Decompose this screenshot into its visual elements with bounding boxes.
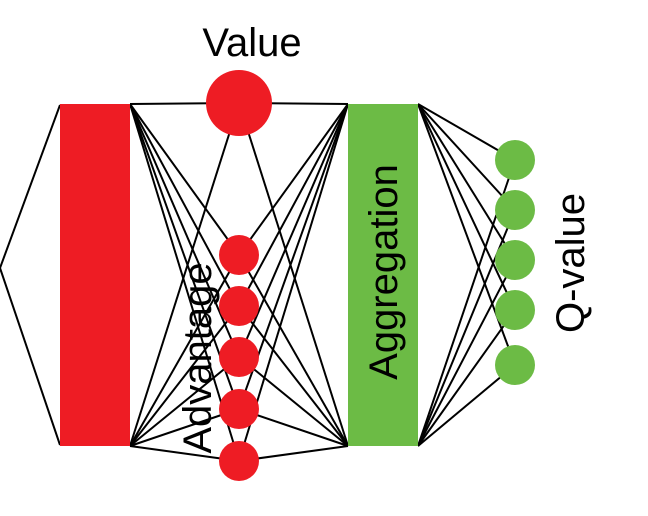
- edge-shared-top-to-adv-0: [129, 103, 240, 256]
- q-value-node-3: [495, 290, 535, 330]
- edge-shared-top-to-adv-2: [129, 103, 240, 358]
- advantage-node-3: [219, 389, 259, 429]
- edge-shared-bottom-to-adv-2: [129, 356, 240, 447]
- edge-adv-0-to-agg-bottom: [238, 254, 349, 447]
- edge-shared-bottom-to-adv-1: [129, 305, 240, 447]
- edge-shared-bottom-to-value: [129, 102, 240, 447]
- advantage-node-2: [219, 337, 259, 377]
- edge-shared-top-to-adv-1: [129, 103, 240, 307]
- connection-lines: [129, 102, 516, 462]
- q-value-node-1: [495, 190, 535, 230]
- edge-shared-bottom-to-adv-0: [129, 254, 240, 447]
- advantage-nodes: [219, 235, 259, 481]
- edge-agg-bottom-to-q-4: [417, 364, 516, 447]
- advantage-node-1: [219, 286, 259, 326]
- q-value-node-2: [495, 240, 535, 280]
- q-value-nodes: [495, 140, 535, 385]
- edge-agg-top-to-q-2: [417, 103, 516, 261]
- edge-agg-bottom-to-q-2: [417, 259, 516, 447]
- value-node: [206, 70, 272, 136]
- edge-agg-top-to-q-1: [417, 103, 516, 211]
- aggregation-bar: [348, 104, 418, 446]
- edge-adv-2-to-agg-bottom: [238, 356, 349, 447]
- aggregation-label: Aggregation: [362, 164, 406, 380]
- advantage-node-0: [219, 235, 259, 275]
- input-line-bottom: [0, 267, 61, 446]
- advantage-node-4: [219, 441, 259, 481]
- edge-adv-1-to-agg-top: [238, 103, 349, 307]
- advantage-label: Advantage: [176, 262, 220, 453]
- q-value-node-0: [495, 140, 535, 180]
- input-lines: [0, 104, 61, 446]
- q-value-label: Q-value: [549, 193, 593, 333]
- shared-layer-bar: [60, 104, 130, 446]
- value-label: Value: [202, 21, 301, 65]
- edge-agg-bottom-to-q-3: [417, 309, 516, 447]
- edge-adv-2-to-agg-top: [238, 103, 349, 358]
- input-line-top: [0, 104, 61, 269]
- edge-adv-1-to-agg-bottom: [238, 305, 349, 447]
- edge-adv-0-to-agg-top: [238, 103, 349, 256]
- q-value-node-4: [495, 345, 535, 385]
- edge-value-to-agg-bottom: [238, 102, 349, 447]
- edge-agg-top-to-q-3: [417, 103, 516, 311]
